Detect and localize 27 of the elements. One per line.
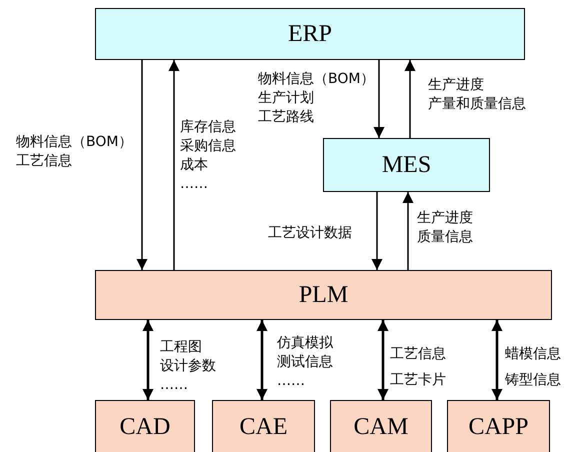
edge-label: 生产进度产量和质量信息 <box>428 76 526 114</box>
arrow <box>372 192 382 270</box>
system-box: MES <box>323 138 490 192</box>
system-box: CAPP <box>447 400 550 452</box>
edge-label: 物料信息（BOM）工艺信息 <box>16 133 132 171</box>
edge-label: 工艺信息工艺卡片 <box>390 345 446 390</box>
system-box: CAM <box>330 400 432 452</box>
edge-label: 库存信息采购信息成本…… <box>180 118 236 194</box>
arrow <box>136 60 148 270</box>
double-arrow <box>492 320 502 400</box>
arrow <box>402 192 414 270</box>
system-box: CAD <box>95 400 195 452</box>
edge-label: 仿真模拟测试信息…… <box>277 334 333 391</box>
edge-label: 物料信息（BOM）生产计划工艺路线 <box>258 70 374 127</box>
double-arrow <box>256 320 268 400</box>
system-box: CAE <box>212 400 315 452</box>
edge-label: 工程图设计参数…… <box>160 338 216 395</box>
edge-label: 工艺设计数据 <box>268 224 352 243</box>
edge-label: 蜡模信息铸型信息 <box>505 345 561 390</box>
double-arrow <box>378 320 388 400</box>
system-box: PLM <box>95 270 552 320</box>
system-box: ERP <box>95 8 525 60</box>
edge-label: 生产进度质量信息 <box>417 209 473 247</box>
arrow <box>168 60 180 270</box>
arrow <box>404 60 416 138</box>
double-arrow <box>142 320 154 400</box>
arrow <box>374 60 384 138</box>
